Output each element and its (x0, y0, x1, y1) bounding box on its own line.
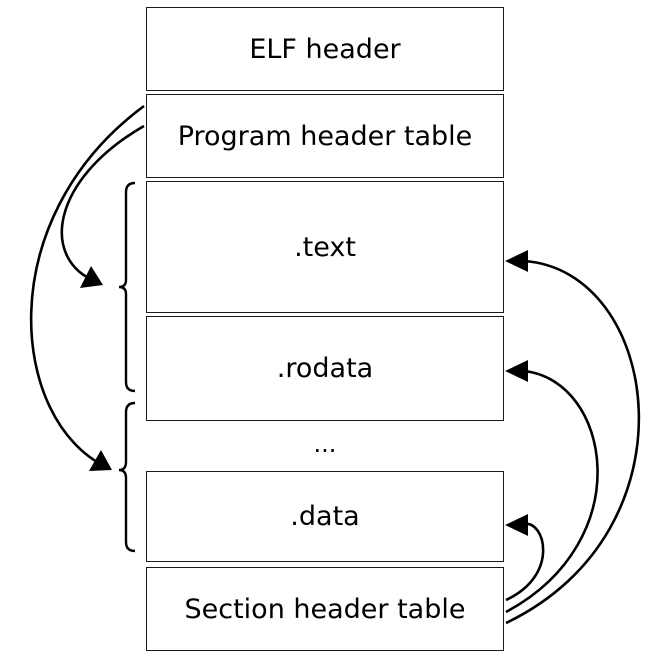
arrowhead-data (505, 514, 528, 536)
arrowhead-text (505, 250, 528, 272)
segment-brace-upper (118, 181, 136, 393)
section-header-arrow-to-text (505, 259, 641, 625)
elf-header-box: ELF header (146, 7, 504, 91)
data-section-box: .data (146, 471, 504, 562)
data-section-label: .data (290, 501, 360, 532)
arrowhead-upper-segment (80, 266, 103, 288)
section-header-table-label: Section header table (184, 593, 466, 625)
elf-header-label: ELF header (249, 33, 401, 65)
rodata-section-label: .rodata (276, 353, 374, 384)
section-header-arrow-to-data (505, 522, 545, 602)
program-header-arrow-to-upper-segment (60, 124, 145, 284)
program-header-arrow-to-lower-segment (29, 104, 145, 469)
text-section-label: .text (294, 231, 356, 263)
rodata-section-box: .rodata (146, 316, 504, 421)
segment-brace-lower (118, 401, 136, 553)
ellipsis-label: ... (313, 430, 337, 458)
section-header-arrow-to-rodata (505, 369, 599, 614)
arrowhead-lower-segment (89, 450, 112, 471)
arrowhead-rodata (505, 360, 528, 382)
section-header-table-box: Section header table (146, 567, 504, 651)
program-header-table-label: Program header table (177, 120, 473, 152)
program-header-table-box: Program header table (146, 94, 504, 178)
text-section-box: .text (146, 181, 504, 313)
